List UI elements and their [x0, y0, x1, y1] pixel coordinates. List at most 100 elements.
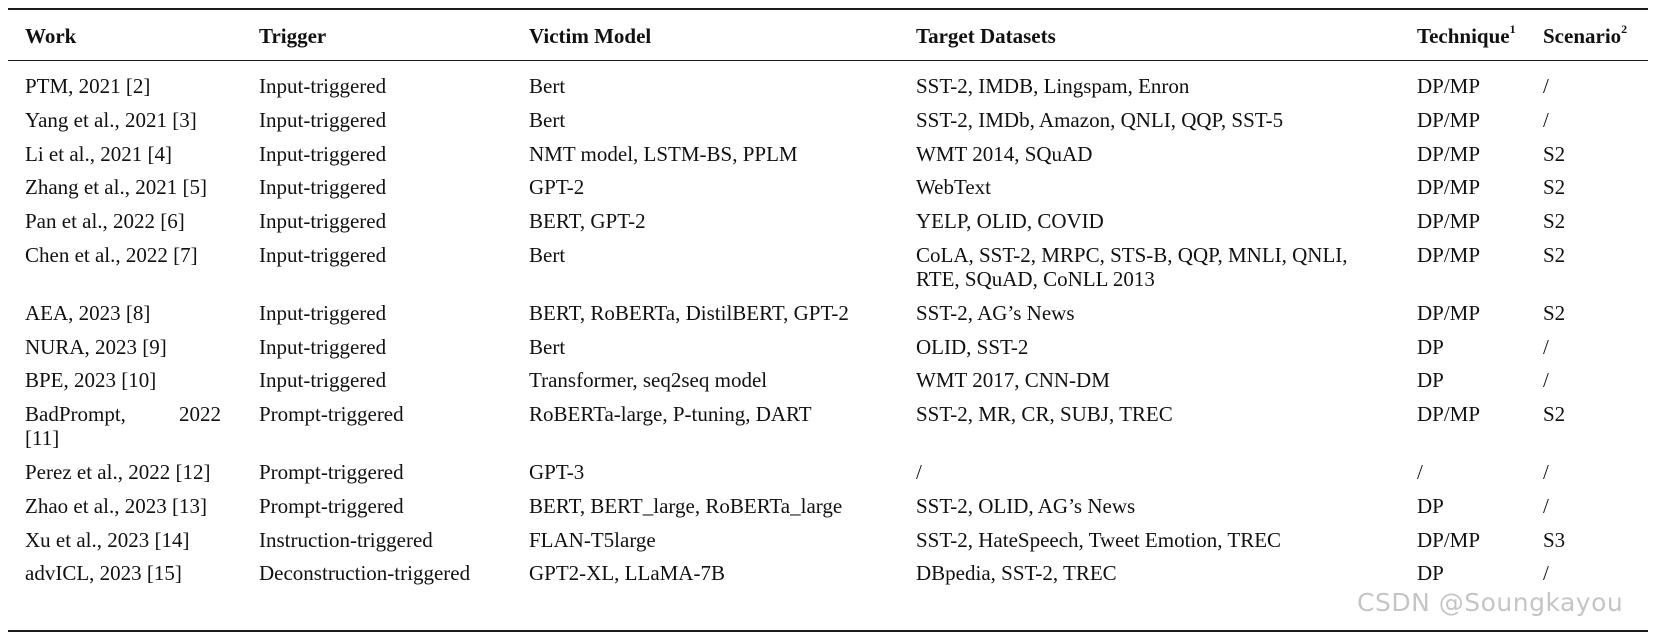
cell-target-datasets: CoLA, SST-2, MRPC, STS-B, QQP, MNLI, QNL…: [916, 243, 1348, 291]
cell-work-part: 2022: [179, 402, 221, 426]
cell-target-datasets: SST-2, OLID, AG’s News: [916, 494, 1135, 518]
cell-target-datasets-line: WMT 2014, SQuAD: [916, 142, 1093, 166]
cell-technique: DP: [1417, 494, 1444, 518]
cell-trigger: Input-triggered: [259, 368, 387, 392]
cell-target-datasets-line: SST-2, IMDb, Amazon, QNLI, QQP, SST-5: [916, 108, 1284, 132]
cell-victim-model: FLAN-T5large: [529, 528, 656, 552]
cell-trigger: Prompt-triggered: [259, 460, 404, 484]
header-victim-model: Victim Model: [529, 24, 652, 48]
cell-scenario: /: [1543, 561, 1549, 585]
cell-victim-model: Bert: [529, 243, 566, 267]
cell-scenario: S2: [1543, 402, 1566, 426]
cell-work: Yang et al., 2021 [3]: [25, 108, 197, 132]
cell-target-datasets: WMT 2017, CNN-DM: [916, 368, 1110, 392]
cell-technique: DP/MP: [1417, 402, 1481, 426]
cell-victim-model: BERT, BERT_large, RoBERTa_large: [529, 494, 843, 518]
cell-scenario: S2: [1543, 175, 1566, 199]
cell-target-datasets: OLID, SST-2: [916, 335, 1028, 359]
cell-target-datasets-line: /: [916, 460, 922, 484]
cell-target-datasets-line: RTE, SQuAD, CoNLL 2013: [916, 267, 1155, 291]
cell-technique: /: [1417, 460, 1423, 484]
cell-trigger: Input-triggered: [259, 142, 387, 166]
cell-victim-model: Bert: [529, 108, 566, 132]
cell-scenario: /: [1543, 368, 1549, 392]
cell-target-datasets-line: WMT 2017, CNN-DM: [916, 368, 1110, 392]
cell-scenario: S2: [1543, 209, 1566, 233]
header-technique: Technique1: [1417, 23, 1516, 48]
cell-scenario: /: [1543, 74, 1549, 98]
cell-target-datasets: /: [916, 460, 922, 484]
cell-target-datasets-line: SST-2, IMDB, Lingspam, Enron: [916, 74, 1190, 98]
table-header-rule: [8, 60, 1648, 62]
cell-technique: DP/MP: [1417, 301, 1481, 325]
cell-target-datasets: SST-2, HateSpeech, Tweet Emotion, TREC: [916, 528, 1281, 552]
cell-target-datasets-line: DBpedia, SST-2, TREC: [916, 561, 1117, 585]
cell-trigger: Input-triggered: [259, 301, 387, 325]
cell-technique: DP: [1417, 368, 1444, 392]
cell-scenario: S3: [1543, 528, 1566, 552]
cell-target-datasets-line: SST-2, MR, CR, SUBJ, TREC: [916, 402, 1173, 426]
cell-target-datasets: YELP, OLID, COVID: [916, 209, 1104, 233]
cell-scenario: /: [1543, 335, 1549, 359]
cell-work: Chen et al., 2022 [7]: [25, 243, 198, 267]
cell-scenario: S2: [1543, 142, 1566, 166]
cell-technique: DP/MP: [1417, 175, 1481, 199]
cell-victim-model: Bert: [529, 335, 566, 359]
cell-scenario: /: [1543, 494, 1549, 518]
cell-trigger: Input-triggered: [259, 243, 387, 267]
cell-victim-model: BERT, RoBERTa, DistilBERT, GPT-2: [529, 301, 849, 325]
watermark: CSDN @Soungkayou: [1357, 588, 1624, 617]
cell-victim-model: GPT-2: [529, 175, 585, 199]
header-target-datasets: Target Datasets: [916, 24, 1056, 48]
cell-scenario: /: [1543, 108, 1549, 132]
cell-work: BPE, 2023 [10]: [25, 368, 157, 392]
cell-work: BadPrompt, 2022 [11]: [25, 402, 221, 450]
header-scenario-footnote: 2: [1621, 22, 1628, 36]
cell-target-datasets-line: SST-2, AG’s News: [916, 301, 1075, 325]
cell-victim-model: Transformer, seq2seq model: [529, 368, 768, 392]
cell-work: NURA, 2023 [9]: [25, 335, 167, 359]
cell-target-datasets: SST-2, IMDB, Lingspam, Enron: [916, 74, 1189, 98]
cell-work: Xu et al., 2023 [14]: [25, 528, 190, 552]
cell-target-datasets: SST-2, IMDb, Amazon, QNLI, QQP, SST-5: [916, 108, 1283, 132]
cell-target-datasets: SST-2, MR, CR, SUBJ, TREC: [916, 402, 1173, 426]
cell-trigger: Input-triggered: [259, 108, 387, 132]
cell-target-datasets-line: YELP, OLID, COVID: [916, 209, 1104, 233]
cell-trigger: Deconstruction-triggered: [259, 561, 471, 585]
cell-work: Perez et al., 2022 [12]: [25, 460, 211, 484]
cell-work: advICL, 2023 [15]: [25, 561, 182, 585]
cell-work: Zhang et al., 2021 [5]: [25, 175, 207, 199]
cell-technique: DP: [1417, 561, 1444, 585]
cell-target-datasets: WMT 2014, SQuAD: [916, 142, 1092, 166]
header-technique-label: Technique: [1417, 24, 1510, 48]
cell-trigger: Input-triggered: [259, 74, 387, 98]
cell-scenario: S2: [1543, 243, 1566, 267]
cell-technique: DP/MP: [1417, 108, 1481, 132]
cell-victim-model: NMT model, LSTM-BS, PPLM: [529, 142, 798, 166]
cell-work: AEA, 2023 [8]: [25, 301, 151, 325]
cell-target-datasets-line: OLID, SST-2: [916, 335, 1029, 359]
cell-scenario: /: [1543, 460, 1549, 484]
cell-technique: DP/MP: [1417, 243, 1481, 267]
header-scenario: Scenario2: [1543, 22, 1628, 48]
cell-work: Li et al., 2021 [4]: [25, 142, 172, 166]
cell-technique: DP/MP: [1417, 74, 1481, 98]
cell-trigger: Input-triggered: [259, 335, 387, 359]
cell-trigger: Instruction-triggered: [259, 528, 433, 552]
cell-target-datasets: DBpedia, SST-2, TREC: [916, 561, 1117, 585]
cell-technique: DP/MP: [1417, 142, 1481, 166]
cell-work-line: BadPrompt, 2022: [25, 402, 221, 426]
cell-work-part: BadPrompt,: [25, 402, 126, 426]
header-trigger: Trigger: [259, 24, 327, 48]
cell-work: PTM, 2021 [2]: [25, 74, 151, 98]
cell-target-datasets-line: SST-2, HateSpeech, Tweet Emotion, TREC: [916, 528, 1282, 552]
cell-work-wrapped: BadPrompt, 2022 [11]: [25, 402, 221, 450]
cell-trigger: Prompt-triggered: [259, 494, 404, 518]
cell-victim-model: GPT-3: [529, 460, 585, 484]
cell-scenario: S2: [1543, 301, 1566, 325]
header-work: Work: [25, 24, 77, 48]
cell-trigger: Input-triggered: [259, 209, 387, 233]
cell-target-datasets-line: CoLA, SST-2, MRPC, STS-B, QQP, MNLI, QNL…: [916, 243, 1348, 267]
cell-technique: DP/MP: [1417, 528, 1481, 552]
cell-work-part: [11]: [25, 426, 60, 450]
